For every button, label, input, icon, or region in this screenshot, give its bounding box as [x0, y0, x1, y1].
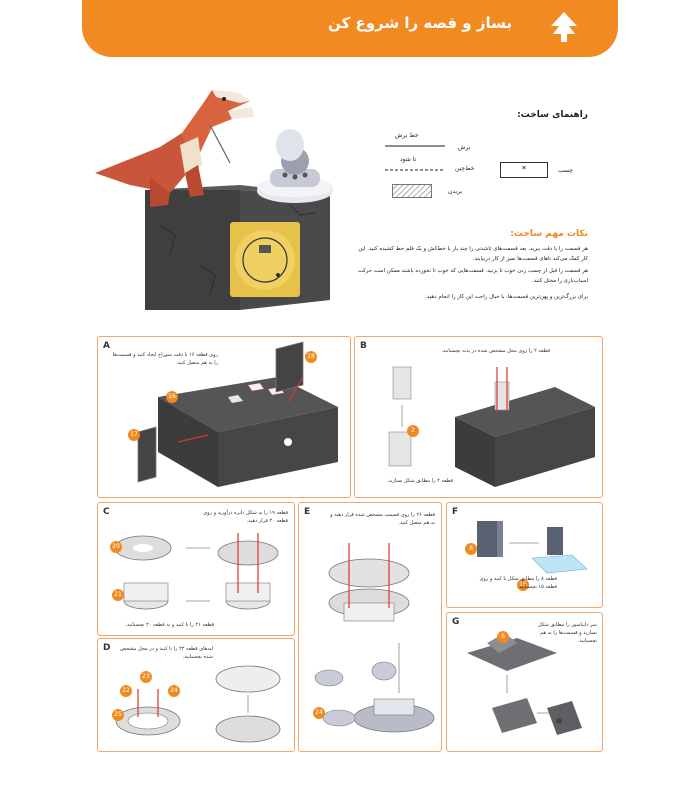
part-badge: 6 [497, 631, 509, 643]
remove-label: بریدن [448, 188, 463, 195]
fold-line-sample [385, 169, 445, 171]
guide-title: راهنمای ساخت: [517, 110, 588, 120]
step-a-illustration [137, 341, 338, 487]
step-letter: F [452, 507, 459, 517]
step-instruction: قطعه ۸ را مطابق شکل تا کنید و روی قطعه ۱… [479, 576, 557, 590]
part-badge: 21 [112, 589, 124, 601]
part-badge: 16 [166, 391, 178, 403]
step-instruction: قطعه ۱۹ را به شکل دایره درآورید و روی قط… [203, 510, 288, 524]
step-panel-f: F 8 15 قطعه ۸ را مطابق شکل تا کنید و روی… [446, 502, 603, 608]
step-letter: G [452, 617, 460, 627]
step-caption: قطعه ۲۱ را تا کنید و به قطعه ۲۰ بچسبانید… [125, 622, 214, 628]
step-f-illustration [477, 521, 588, 574]
part-badge: 25 [112, 709, 124, 721]
step-e-illustration [314, 543, 435, 733]
step-panel-d: D لبه‌های قطعه ۲۲ را تا کنید و در محل مش… [97, 638, 295, 752]
part-badge: 23 [140, 671, 152, 683]
step-panel-e: E قطعه ۲۶ را روی قسمت مشخص شده قرار دهید… [298, 502, 442, 752]
tip-item: هر قسمت را با دقت ببرید. بعد قسمت‌های تا… [358, 246, 588, 262]
step-instruction: قطعه ۲۶ را روی قسمت مشخص شده قرار دهید و… [330, 512, 435, 526]
fold-line-label: تا شود [400, 156, 417, 163]
step-c-illustration [114, 533, 279, 610]
tip-item: هر قسمت را قبل از چسب زدن خوب تا بزنید. … [357, 268, 588, 284]
cut-line-sample [385, 145, 445, 147]
glue-symbol-box: * [500, 162, 548, 178]
part-badge: 24 [168, 685, 180, 697]
tip-item: برای بزرگ‌ترین و پهن‌ترین قسمت‌ها، با خی… [425, 294, 588, 300]
step-letter: D [103, 643, 111, 653]
step-instruction: قطعه ۲ را روی محل مشخص شده در بدنه بچسبا… [441, 348, 550, 354]
part-badge: 15 [517, 579, 529, 591]
part-badge: 8 [465, 543, 477, 555]
step-instruction: روی قطعه ۱۶ با دقت سوراخ ایجاد کنید و قس… [112, 352, 218, 366]
part-badge: 17 [128, 429, 140, 441]
header-banner: بساز و قصه را شروع کن [82, 0, 618, 57]
page-title: بساز و قصه را شروع کن [328, 14, 512, 32]
step-letter: E [304, 507, 311, 517]
dinosaur-moneybox-illustration [95, 90, 333, 310]
step-panel-c: C قطعه ۱۹ را به شکل دایره درآورید و روی … [97, 502, 295, 636]
cut-line-label: خط برش [395, 132, 419, 139]
fold-label: خط‌چین [455, 165, 475, 172]
tree-logo-icon [551, 12, 577, 42]
step-letter: B [360, 341, 367, 351]
part-badge: 2 [407, 425, 419, 437]
step-letter: C [103, 507, 110, 517]
part-badge: 22 [120, 685, 132, 697]
step-letter: A [103, 341, 110, 351]
part-badge: 20 [110, 541, 122, 553]
remove-area-sample [392, 184, 432, 198]
step-d-illustration [115, 665, 281, 743]
step-instruction: سر دایناسور را مطابق شکل بسازید و قسمت‌ه… [538, 622, 597, 644]
cut-label: برش [458, 144, 471, 151]
step-panel-g: G سر دایناسور را مطابق شکل بسازید و قسمت… [446, 612, 603, 752]
part-badge: 18 [305, 351, 317, 363]
step-g-illustration [467, 633, 582, 735]
tips-title: نکات مهم ساخت: [510, 229, 588, 239]
step-instruction: لبه‌های قطعه ۲۲ را تا کنید و در محل مشخص… [119, 646, 213, 660]
step-b-illustration [388, 366, 595, 487]
step-panel-a: A روی قطعه ۱۶ با دقت سوراخ ایجاد کنید و … [97, 336, 351, 498]
step-panel-b: B قطعه ۲ را روی محل مشخص شده در بدنه بچس… [354, 336, 603, 498]
step-caption: قطعه ۲ را مطابق شکل بسازید. [386, 478, 453, 484]
part-badge: 24 [313, 707, 325, 719]
glue-label: چسب [558, 167, 573, 174]
